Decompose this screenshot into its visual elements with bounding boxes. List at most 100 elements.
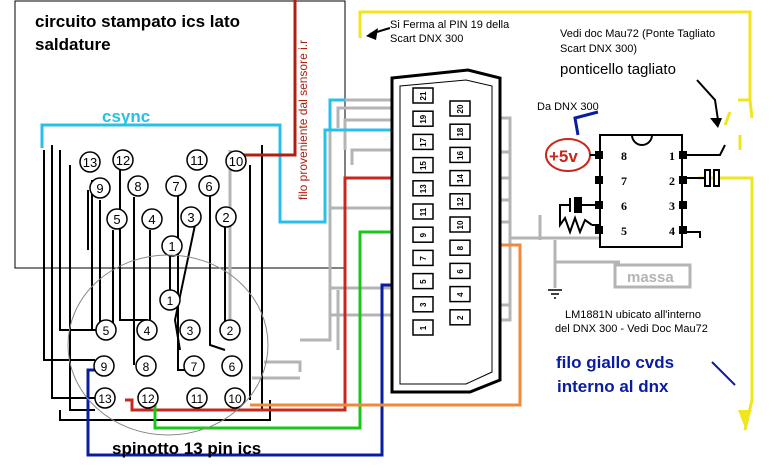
ics-pcb-pin-label: 13 (83, 155, 97, 170)
scart-pin-label: 6 (456, 269, 465, 274)
ics-plug-pin-label: 3 (187, 324, 194, 338)
scart-pin (449, 262, 471, 280)
scart-pin (412, 272, 434, 290)
pin1-line (682, 144, 726, 156)
scart-pin (412, 226, 434, 243)
pin19-note-line1: Si Ferma al PIN 19 della (390, 19, 510, 31)
ics-plug-pin-label: 8 (143, 360, 150, 374)
ics-pcb-pin-label: 2 (222, 210, 229, 225)
ics-plug-pin (219, 319, 241, 341)
lm1881-notch (631, 134, 653, 146)
yellow-arrow-head (738, 410, 752, 428)
lm1881-pin-label: 8 (621, 149, 627, 163)
scart-pin (412, 87, 434, 104)
scart-pin-label: 17 (419, 137, 428, 146)
lm1881-pin (595, 226, 603, 234)
scart-pin-label: 5 (419, 279, 428, 284)
scart-pin (449, 123, 471, 140)
scart-pin (412, 203, 434, 220)
scart-pin (449, 309, 471, 326)
lm1881-pin (679, 226, 687, 234)
scart-pin-label: 7 (419, 256, 428, 261)
ics-plug-pin-label: 13 (98, 392, 112, 406)
ics-pcb-pin-label: 12 (116, 153, 130, 168)
ics-plug-pin-label: 1 (167, 294, 174, 308)
scart-pin-label: 18 (456, 127, 465, 136)
scart-pin-label: 15 (419, 161, 428, 170)
red-wire (125, 176, 415, 412)
ics-plug-pin (136, 319, 158, 341)
plus5v-arrow (573, 110, 599, 136)
lm1881-pin (679, 176, 687, 184)
pin6-components (559, 197, 600, 235)
massa-label: massa (627, 269, 674, 286)
ics-pcb-pin (215, 206, 237, 228)
scart-pin (412, 156, 434, 174)
cvds-note-line2: interno al dnx (557, 377, 669, 396)
ics-pcb-pin-label: 11 (190, 153, 204, 168)
scart-pin (412, 319, 434, 336)
scart-pin (449, 100, 471, 117)
ics-plug-pin-label: 6 (229, 360, 236, 374)
lm1881-pin-label: 3 (669, 199, 675, 213)
scart-pin-label: 4 (456, 292, 465, 297)
ics-plug-pin-label: 12 (141, 392, 155, 406)
ics-pcb-pin (161, 235, 183, 257)
pcb-traces (43, 145, 271, 421)
dark-red-wire (242, 0, 297, 157)
ics-plug-pin (221, 355, 243, 377)
blue-wire (86, 283, 415, 457)
ics-plug-pin (137, 387, 159, 409)
ics-pcb-pin (141, 208, 163, 230)
cvds-note-line1: filo giallo cvds (556, 353, 674, 372)
scart-pin (412, 249, 434, 267)
scart-pin (412, 180, 434, 197)
lm1881-pin-label: 2 (669, 174, 675, 188)
plus5v-label: +5v (549, 147, 578, 166)
scart-pin-label: 16 (456, 150, 465, 159)
scart-pin-label: 13 (419, 184, 428, 193)
scart-pin (412, 133, 434, 151)
ics-pcb-pin (89, 177, 111, 199)
ics-pcb-pin (106, 208, 128, 230)
scart-pin-label: 14 (456, 174, 465, 183)
ics-plug-pin (179, 319, 201, 341)
scart-pin-label: 20 (456, 104, 465, 113)
from-dnx-label: Da DNX 300 (537, 101, 599, 113)
lm1881-pin-label: 7 (621, 174, 627, 188)
massa-box (613, 263, 692, 289)
ics-pcb-pin (186, 149, 208, 171)
ics-plug-pin-label: 7 (191, 360, 198, 374)
ics-pcb-pin (127, 175, 149, 197)
lm1881-pin (679, 201, 687, 209)
ics-plug-pin-label: 5 (103, 324, 110, 338)
scart-pin-label: 21 (419, 91, 428, 100)
ics-plug-pin-label: 10 (228, 392, 242, 406)
cyan-wire (40, 98, 415, 224)
lm1881-pin (595, 176, 603, 184)
csync-label: csync (102, 107, 150, 126)
ics-plug-pin (224, 387, 246, 409)
scart-pin-label: 12 (456, 197, 465, 206)
scart-pin-label: 9 (419, 232, 428, 237)
scart-pin-label: 11 (419, 207, 428, 216)
lm1881-pin-label: 4 (669, 224, 675, 238)
ics-pcb-pin-label: 3 (187, 210, 194, 225)
ics-plug-pin (183, 355, 205, 377)
pin19-note-line2: Scart DNX 300 (390, 33, 463, 45)
scart-connector-body (390, 68, 502, 394)
ics-plug-pin-label: 2 (227, 324, 234, 338)
ics-pcb-pin-label: 9 (96, 181, 103, 196)
ics-plug-pin (94, 387, 116, 409)
scart-pin (449, 169, 471, 187)
scart-pin (412, 110, 434, 127)
scart-pin (412, 296, 434, 313)
lm1881-pin-label: 5 (621, 224, 627, 238)
lm1881-pin-label: 1 (669, 149, 675, 163)
scart-pin-label: 2 (456, 315, 465, 320)
